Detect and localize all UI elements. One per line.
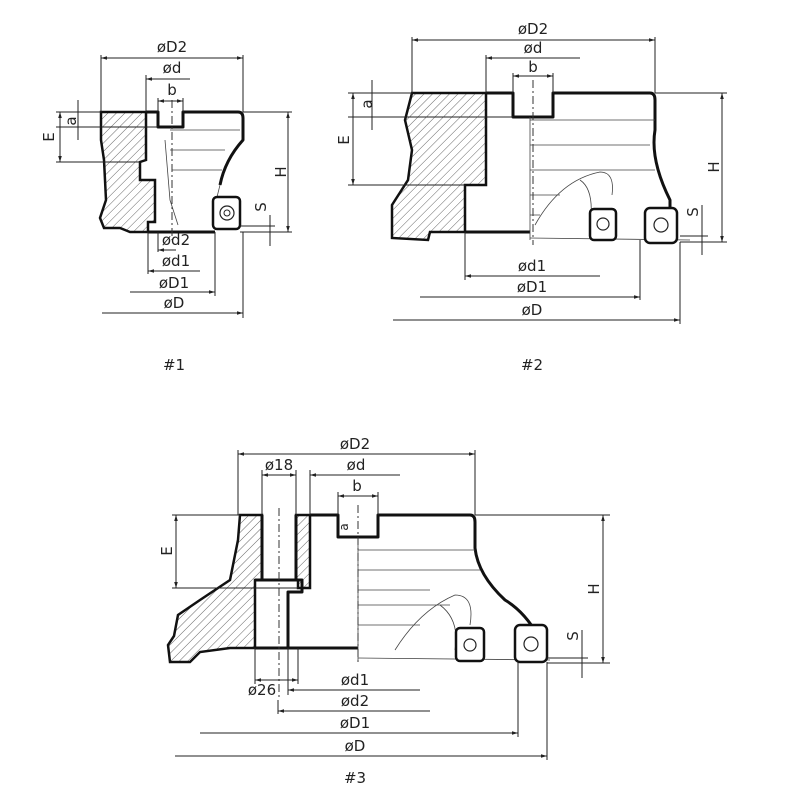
dimensions-2: øD2 ød b a E H S ød1 øD1 — [335, 20, 727, 324]
dim-label-b: b — [167, 81, 177, 99]
dim-label-a: a — [358, 99, 376, 108]
insert-screw-icon — [653, 217, 669, 233]
figure-1: øD2 ød b a E H S ød2 ød1 — [40, 38, 292, 374]
dim-label-S: S — [684, 207, 702, 217]
cutter-body-2 — [390, 80, 691, 245]
dim-label-H: H — [705, 161, 723, 172]
dim-label-E: E — [335, 135, 353, 144]
dim-label-D2: øD2 — [340, 435, 370, 453]
dim-label-D1: øD1 — [159, 274, 189, 292]
figure-caption-1: #1 — [163, 356, 185, 374]
dim-label-S: S — [564, 631, 582, 641]
dim-label-b: b — [352, 477, 362, 495]
dim-label-d2: ød2 — [162, 231, 190, 249]
dim-label-d: ød — [524, 39, 543, 57]
dim-label-D1: øD1 — [517, 278, 547, 296]
insert-screw-icon — [219, 205, 235, 221]
dim-label-E: E — [158, 546, 176, 555]
dim-label-d1: ød1 — [518, 257, 546, 275]
dim-label-d2: ød2 — [341, 692, 369, 710]
insert-screw-icon — [463, 638, 477, 652]
figure-3: øD2 ø18 ød b a E H S ø26 ød1 — [158, 435, 610, 787]
dimensions-1: øD2 ød b a E H S ød2 ød1 — [40, 38, 292, 318]
dim-label-a: a — [337, 523, 351, 530]
dim-label-H: H — [585, 583, 603, 594]
dim-label-d1: ød1 — [162, 252, 190, 270]
dimensions-3: øD2 ø18 ød b a E H S ø26 ød1 — [158, 435, 610, 760]
cutter-body-3 — [166, 505, 551, 700]
dim-label-d18: ø18 — [265, 456, 293, 474]
cutter-body-1 — [98, 100, 245, 240]
dim-label-E: E — [40, 132, 58, 141]
dim-label-S: S — [252, 202, 270, 212]
dim-label-d26: ø26 — [248, 681, 276, 699]
insert-screw-icon — [596, 217, 610, 231]
dim-label-D: øD — [345, 737, 366, 755]
dim-label-D: øD — [522, 301, 543, 319]
dim-label-b: b — [528, 58, 538, 76]
figure-2: øD2 ød b a E H S ød1 øD1 — [335, 20, 727, 374]
figure-caption-2: #2 — [521, 356, 543, 374]
dim-label-d: ød — [163, 59, 182, 77]
dim-label-d1: ød1 — [341, 671, 369, 689]
figure-caption-3: #3 — [344, 769, 366, 787]
dim-label-D: øD — [164, 294, 185, 312]
dim-label-D1: øD1 — [340, 714, 370, 732]
insert-screw-icon — [523, 636, 539, 652]
dim-label-D2: øD2 — [518, 20, 548, 38]
dim-label-H: H — [272, 166, 290, 177]
dim-label-d: ød — [347, 456, 366, 474]
dim-label-a: a — [62, 116, 80, 125]
dim-label-D2: øD2 — [157, 38, 187, 56]
